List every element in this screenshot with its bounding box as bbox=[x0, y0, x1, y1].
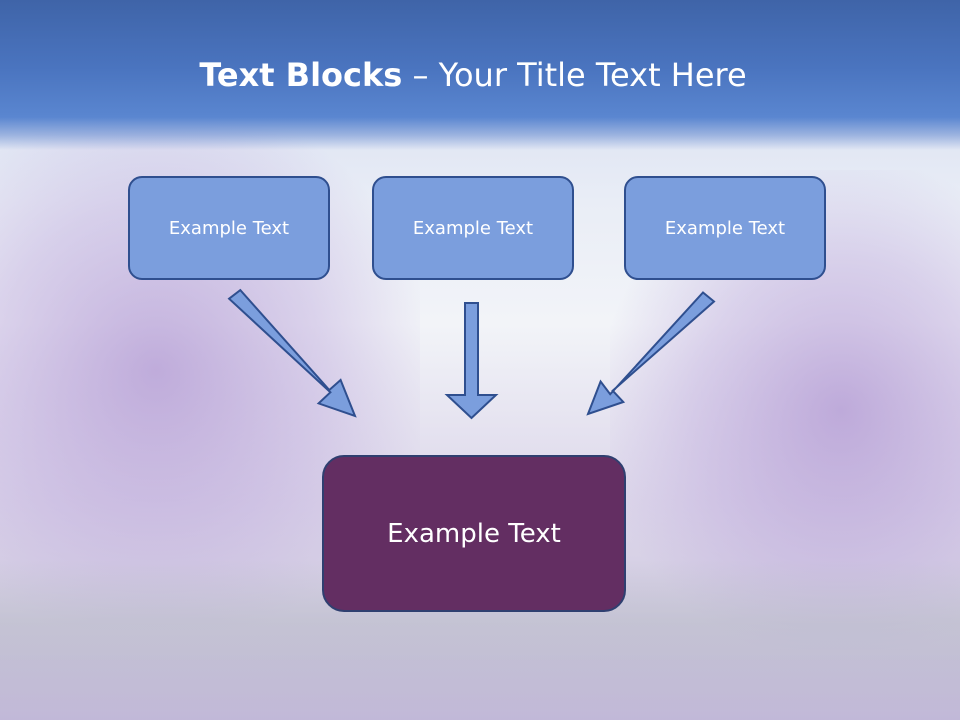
target-block-label: Example Text bbox=[387, 518, 561, 549]
arrow-left-diagonal bbox=[227, 288, 357, 418]
target-block[interactable]: Example Text bbox=[322, 455, 626, 612]
title-rest: Your Title Text Here bbox=[438, 56, 747, 94]
text-block-2[interactable]: Example Text bbox=[372, 176, 574, 280]
title-bold: Text Blocks bbox=[199, 56, 403, 94]
title-bar bbox=[0, 0, 960, 150]
text-block-3[interactable]: Example Text bbox=[624, 176, 826, 280]
slide-title: Text Blocks – Your Title Text Here bbox=[0, 52, 946, 98]
arrow-center-down bbox=[444, 302, 499, 420]
text-block-2-label: Example Text bbox=[412, 217, 534, 239]
arrow-right-diagonal bbox=[586, 291, 716, 416]
title-dash: – bbox=[402, 56, 439, 94]
text-block-1-label: Example Text bbox=[168, 217, 290, 239]
text-block-3-label: Example Text bbox=[664, 217, 786, 239]
text-block-1[interactable]: Example Text bbox=[128, 176, 330, 280]
